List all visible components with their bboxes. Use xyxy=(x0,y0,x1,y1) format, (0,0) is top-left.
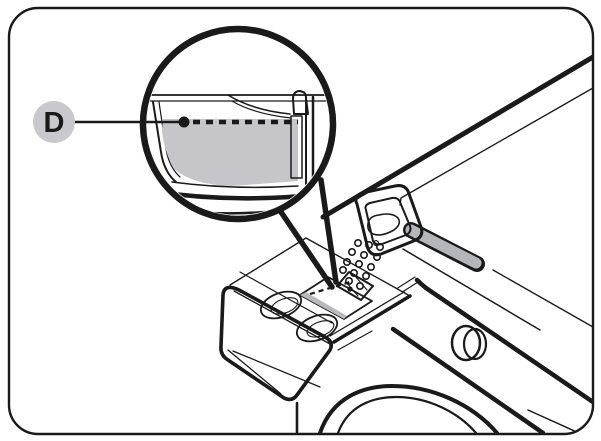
spout-curve-outer xyxy=(227,94,291,115)
pointer-left-arm xyxy=(278,209,335,290)
tray-right-edge-inner xyxy=(329,291,405,337)
detergent-fill-level xyxy=(162,119,298,186)
door-arc-outer xyxy=(318,384,499,433)
compartment-shade xyxy=(300,292,347,319)
machine-corner-line xyxy=(527,409,591,433)
callout-pointer-wedge xyxy=(278,177,339,290)
machine-base-edge xyxy=(390,326,546,433)
siphon-tube xyxy=(290,115,303,179)
knob-recess xyxy=(450,324,482,362)
front-panel-inner-lines xyxy=(227,290,331,395)
siphon-box-dot xyxy=(347,286,353,292)
door-arc-inner xyxy=(336,395,478,433)
scoop-opening xyxy=(367,213,401,236)
machine-front-bevel xyxy=(492,269,592,328)
spout-curve-inner xyxy=(231,100,292,119)
scoop-rim-granule xyxy=(373,240,380,247)
siphon-flap xyxy=(292,90,309,115)
drawer-front-panel xyxy=(219,285,333,433)
label-text: D xyxy=(44,107,65,139)
front-panel-face xyxy=(219,285,333,402)
machine-front-edge-thin xyxy=(402,248,541,331)
tray-underside-line xyxy=(337,330,373,351)
compartment-floor-inner xyxy=(171,181,299,189)
tray-right-edge xyxy=(332,294,412,344)
label-bubble xyxy=(33,101,75,143)
pointer-right-arm xyxy=(318,177,339,285)
magnifier-callout-circle xyxy=(139,25,337,223)
siphon-box xyxy=(336,271,374,301)
left-wall-outer xyxy=(152,101,177,183)
machine-front-edge xyxy=(414,277,592,405)
tray-rim-line xyxy=(239,271,333,324)
powder-granules xyxy=(338,239,384,290)
frame-border xyxy=(7,6,595,436)
